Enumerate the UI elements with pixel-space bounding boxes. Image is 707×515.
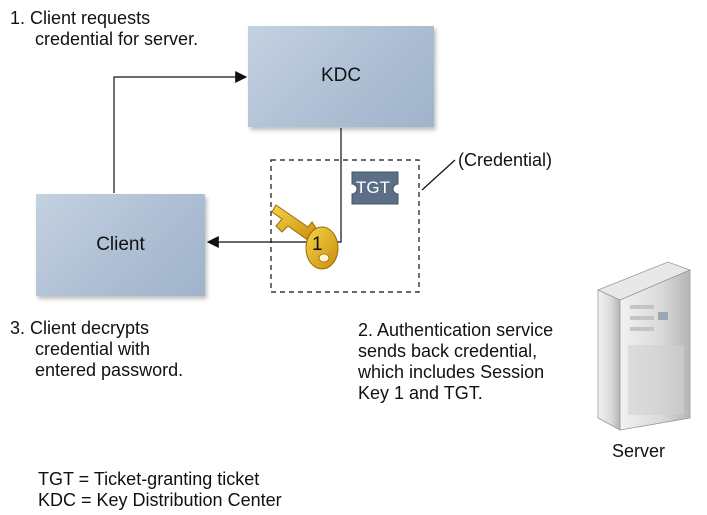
legend-tgt: TGT = Ticket-granting ticket xyxy=(38,469,260,489)
key-icon xyxy=(271,204,339,270)
server-label: Server xyxy=(612,441,666,461)
step-3-text: 3. Client decrypts credential with enter… xyxy=(10,318,184,380)
kdc-label: KDC xyxy=(320,64,362,86)
key-number: 1 xyxy=(312,234,323,255)
ticket-label: TGT xyxy=(356,178,390,197)
client-label: Client xyxy=(96,234,145,255)
credential-label: (Credential) xyxy=(458,150,553,170)
legend-kdc: KDC = Key Distribution Center xyxy=(38,490,282,510)
client-box: Client xyxy=(36,194,205,296)
credential-leader-line xyxy=(421,159,456,191)
credential-container xyxy=(270,159,420,293)
request-arrow xyxy=(113,71,248,193)
legend: TGT = Ticket-granting ticket KDC = Key D… xyxy=(38,469,282,511)
step-1-text: 1. Client requests credential for server… xyxy=(10,8,199,49)
response-arrow xyxy=(206,128,342,248)
kdc-box: KDC xyxy=(248,26,434,127)
server-tower-icon xyxy=(596,261,692,431)
ticket-icon xyxy=(351,171,399,205)
step-2-text: 2. Authentication service sends back cre… xyxy=(358,320,554,403)
